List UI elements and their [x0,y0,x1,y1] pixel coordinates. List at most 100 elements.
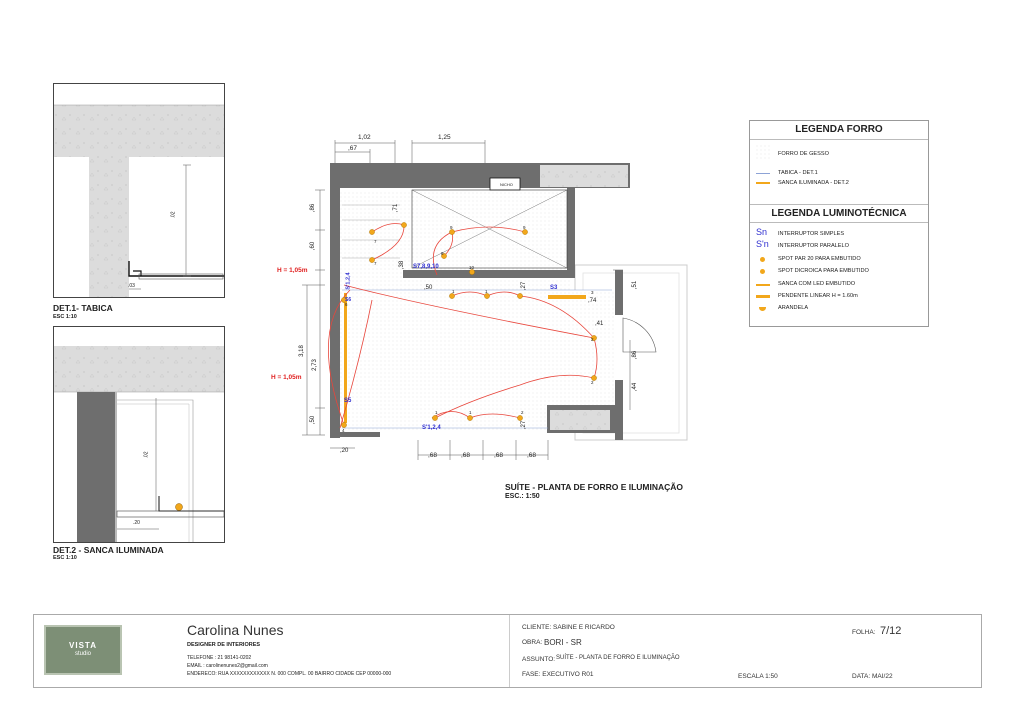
designer-name: Carolina Nunes [187,622,284,638]
dim-left-2: ,71 [393,203,400,213]
subject-label: ASSUNTO: [522,656,556,663]
dim-top-2: ,67 [348,145,358,152]
ceiling-lighting-plan [302,140,688,460]
switch-parallel-icon: S'n [756,239,769,249]
switch-label-5: S5 [344,398,352,404]
detail1-drawing [53,83,225,298]
detail2-dim-width: .20 [133,520,140,526]
work: BORI - SR [544,638,582,647]
legend-lum-item: INTERRUPTOR PARALELO [778,243,849,249]
switch-label-3: S3 [550,285,558,291]
led-fixture [175,503,183,511]
legend-lum-item: ARANDELA [778,305,809,311]
detail2-dim-height: .02 [143,451,150,459]
dim-left-5: 2,73 [311,359,318,371]
logo-subtext: studio [74,651,91,657]
legend-lum-item: SPOT DICROICA PARA EMBUTIDO [778,268,869,274]
spot-num: 7 [374,239,377,244]
dim-right-3: ,41 [595,321,604,327]
subject: SUÍTE - PLANTA DE FORRO E ILUMINAÇÃO [556,655,680,661]
phone: TELEFONE : 21 98141-0202 [187,655,252,661]
title-block: VISTA studio Carolina Nunes DESIGNER DE … [33,614,982,688]
legend-lum-item: PENDENTE LINEAR H = 1.60m [778,293,858,299]
spot-num: 3 [591,290,594,295]
legend-forro-item: FORRO DE GESSO [778,151,829,157]
spot-num: 6 [345,302,348,307]
dim-left-3: ,60 [310,241,317,251]
dim-right-6: ,27 [521,281,528,291]
detail1-dim-height: .02 [170,211,177,219]
spot-num: 1 [469,410,472,415]
spot-num: 1 [435,410,438,415]
spot-lights [341,222,597,428]
dim-inner-2: ,50 [424,285,433,291]
detail2-drawing [53,326,225,543]
detail1-title: DET.1- TABICA [53,303,113,313]
dim-right-2: ,74 [588,298,597,304]
address: ENDERECO: RUA XXXXXXXXXXXX N. 000 COMPL.… [187,671,392,677]
legend-lum-item: SANCA COM LED EMBUTIDO [778,281,856,287]
spot-num: 9 [523,225,526,230]
work-label: OBRA: [522,639,543,646]
dim-bottom-4: ,68 [527,452,537,459]
switch-label-4: S'1,2,4 [422,425,441,431]
sheet-label: FOLHA: [852,629,876,636]
dim-right-7: ,27 [521,420,528,430]
spot-num: 1 [485,289,488,294]
spot-num: 4 [342,428,345,433]
switch-simple-icon: Sn [756,227,768,237]
sanca-line-icon [756,182,770,184]
sheet: 7/12 [880,625,902,637]
beam [89,157,129,297]
spot-num: 8 [441,251,444,256]
switch-label-1: S7,8,9,10 [413,264,439,270]
plan-title: SUÍTE - PLANTA DE FORRO E ILUMINAÇÃO [505,482,684,492]
spot-num: 9 [450,225,453,230]
door-swing [622,317,657,353]
legend-luminotecnica-title: LEGENDA LUMINOTÉCNICA [771,208,907,219]
legend-panel: LEGENDA FORRO FORRO DE GESSO TABICA - DE… [749,120,929,327]
dim-right-4: ,86 [632,350,639,360]
dim-left-4: 3,18 [298,345,305,357]
pendant-linear-icon [756,295,770,298]
led-cove-icon [756,284,770,286]
studio-logo: VISTA studio [44,625,122,675]
gypsum-hatch-icon [756,145,772,161]
dim-bottom-3: ,68 [494,452,504,459]
legend-lum-item: SPOT PAR 20 PARA EMBUTIDO [778,256,861,262]
dim-right-5: ,44 [632,382,639,392]
spot-par20-icon [760,257,765,262]
plan-scale: ESC.: 1:50 [505,493,540,500]
wall-sconce-icon [759,307,766,311]
legend-forro-item: TABICA - DET.1 [778,170,818,176]
pendant-linear [548,295,586,299]
spot-num: 7 [374,261,377,266]
designer-role: DESIGNER DE INTERIORES [187,642,261,648]
detail1-dim-width: .03 [128,283,135,289]
legend-forro-title: LEGENDA FORRO [795,124,883,135]
legend-forro-item: SANCA ILUMINADA - DET.2 [778,180,849,186]
tabica-line-icon [756,173,770,174]
niche-label: NICHO [500,182,513,187]
date: DATA: MAI/22 [852,673,893,680]
height-label-2: H = 1,05m [271,374,302,381]
detail1-scale: ESC 1:10 [53,314,77,320]
dim-top-1: 1,02 [358,134,371,141]
email: EMAIL : carolinenunes2@gmail.com [187,663,268,669]
spot-num: 1 [452,289,455,294]
dim-inner-1: ,38 [399,260,406,270]
dim-right-1: ,51 [632,280,639,290]
dim-bottom-1: ,68 [428,452,438,459]
logo-text: VISTA [69,641,97,650]
phase: FASE: EXECUTIVO R01 [522,671,594,678]
switch-label-6: S6 [345,297,352,303]
legend-lum-item: INTERRUPTOR SIMPLES [778,231,845,237]
switch-label-2: S'1,2,4 [345,272,352,290]
spot-dichroic-icon [760,269,765,274]
spot-num: 2 [521,410,524,415]
dim-bottom-2: ,68 [461,452,471,459]
detail2-title: DET.2 - SANCA ILUMINADA [53,545,164,555]
led-cove-bar [344,293,347,423]
spot-num: 10 [469,265,475,270]
scale: ESCALA 1:50 [738,673,778,680]
